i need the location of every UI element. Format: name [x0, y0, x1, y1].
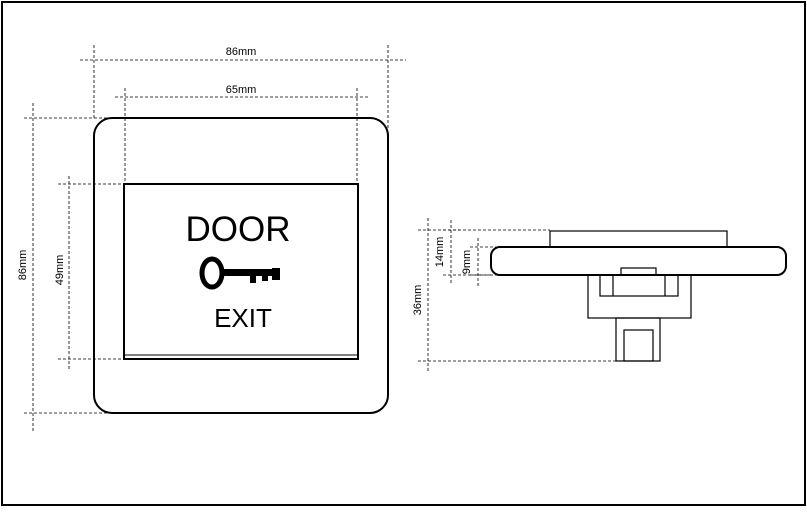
- side-body-inner: [599, 274, 679, 297]
- side-faceplate: [490, 246, 787, 276]
- dim-label-86-width: 86mm: [226, 46, 257, 58]
- front-view: DOOR EXIT 86mm 65mm: [17, 45, 406, 432]
- dim-label-49-height: 49mm: [54, 255, 66, 286]
- dim-panel-height: 49mm: [54, 176, 124, 370]
- door-label: DOOR: [186, 210, 291, 249]
- dim-label-36: 36mm: [412, 285, 424, 316]
- dim-overall-height: 86mm: [17, 103, 108, 432]
- exit-label: EXIT: [214, 303, 272, 333]
- dim-panel-width: 65mm: [115, 84, 370, 184]
- dim-label-86-height: 86mm: [17, 250, 29, 281]
- front-button-panel: [123, 183, 359, 360]
- dim-label-65-width: 65mm: [226, 84, 257, 96]
- side-connector-inner: [623, 329, 654, 362]
- side-tab: [620, 267, 657, 276]
- side-button-cap: [549, 230, 728, 248]
- dim-label-9: 9mm: [461, 250, 473, 274]
- front-plate-outline: [93, 117, 389, 414]
- dim-overall-width: 86mm: [80, 45, 406, 128]
- dim-label-14: 14mm: [434, 237, 446, 268]
- side-view: 14mm 9mm 36mm: [412, 218, 787, 372]
- dim-side-9: 9mm: [461, 238, 498, 288]
- key-icon: [199, 256, 280, 290]
- dim-side-36: 36mm: [412, 218, 616, 372]
